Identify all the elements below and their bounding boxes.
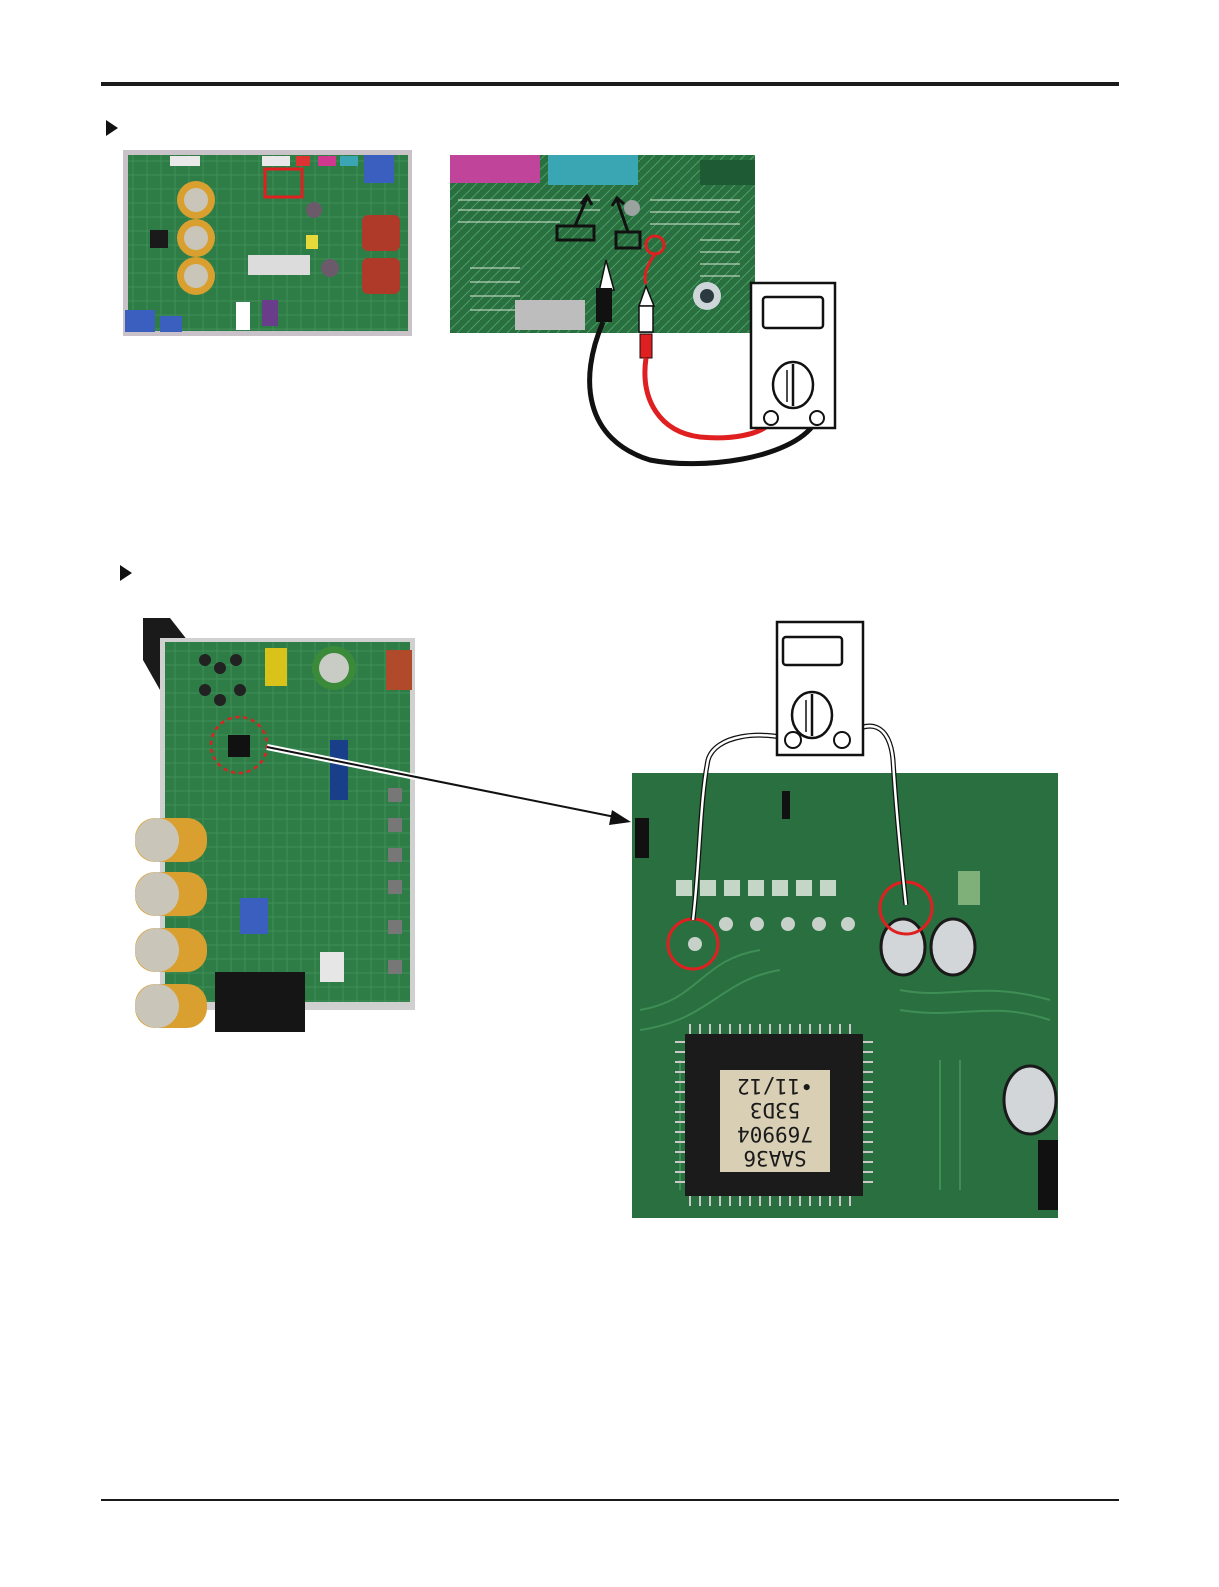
chip-marking-line-4: •11/12: [722, 1074, 828, 1098]
chip-marking-line-2: 769904: [722, 1122, 828, 1146]
mcu-closeup-photo: [632, 773, 1058, 1218]
mcu-chip-marking: SAA36 769904 53D3 •11/12: [722, 1074, 828, 1170]
bottom-rule: [101, 1499, 1119, 1501]
chip-marking-line-3: 53D3: [722, 1098, 828, 1122]
main-pcb-photo: [123, 150, 412, 336]
chip-marking-line-1: SAA36: [722, 1146, 828, 1170]
inverter-pcb-photo: [135, 618, 415, 1032]
